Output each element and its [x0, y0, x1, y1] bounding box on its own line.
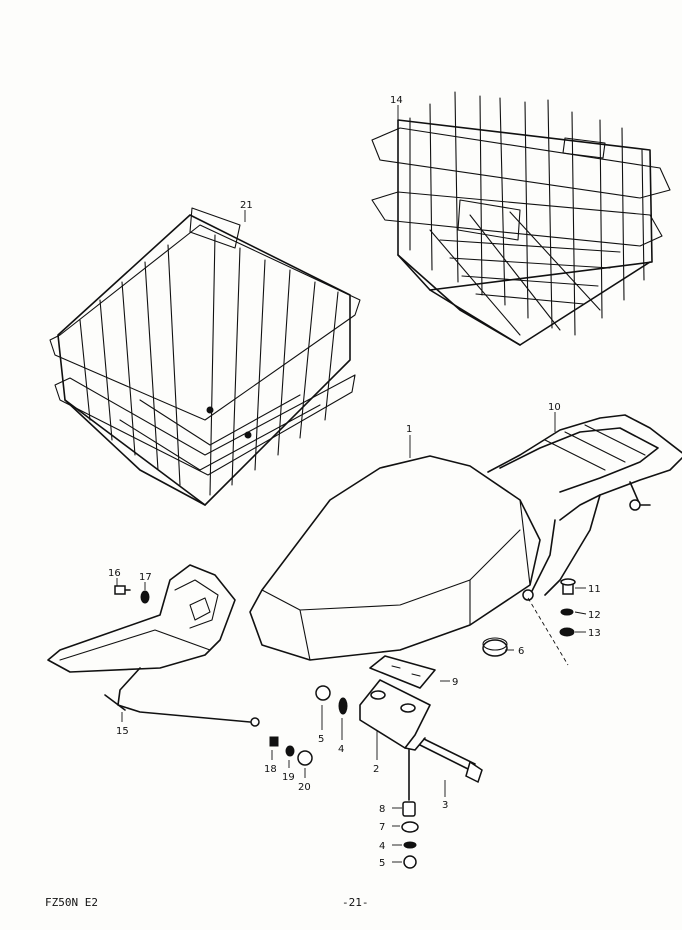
callout-3: 3: [442, 800, 448, 811]
callout-10: 10: [548, 402, 561, 413]
callout-4-upper: 4: [338, 744, 344, 755]
rubber-grommet: [482, 637, 508, 657]
callout-6: 6: [518, 646, 524, 657]
callout-labels: 1 2 3 4 4 5 5 6 7 8 9 10 11 12 13 14 15 …: [108, 95, 601, 869]
callout-14: 14: [390, 95, 403, 106]
front-wire-basket: [49, 207, 361, 506]
callout-1: 1: [406, 424, 412, 435]
page-number: -21-: [342, 896, 369, 909]
callout-12: 12: [588, 610, 601, 621]
small-bolt-and-washer: [114, 585, 150, 604]
callout-15: 15: [116, 726, 129, 737]
nut-and-washer-upper: [315, 685, 348, 715]
callout-20: 20: [298, 782, 311, 793]
callout-19: 19: [282, 772, 295, 783]
callout-4-lower: 4: [379, 841, 385, 852]
rear-carrier: [487, 414, 682, 601]
callout-5-upper: 5: [318, 734, 324, 745]
callout-16: 16: [108, 568, 121, 579]
front-carrier: [47, 564, 260, 727]
leader-lines: [116, 105, 587, 863]
callout-7: 7: [379, 822, 385, 833]
callout-9: 9: [452, 677, 458, 688]
small-nuts-group: [269, 736, 313, 766]
callout-18: 18: [264, 764, 277, 775]
callout-13: 13: [588, 628, 601, 639]
callout-2: 2: [373, 764, 379, 775]
lower-fastener-stack: [401, 749, 419, 869]
bolt-washer-stack: [527, 578, 576, 666]
callout-8: 8: [379, 804, 385, 815]
seat-bracket: [359, 679, 431, 751]
model-code: FZ50N E2: [45, 896, 98, 909]
callout-21: 21: [240, 200, 253, 211]
long-bolt: [419, 738, 483, 784]
callout-11: 11: [588, 584, 601, 595]
rear-wire-basket: [371, 91, 671, 346]
rubber-pad: [369, 655, 436, 689]
callout-17: 17: [139, 572, 152, 583]
callout-5-lower: 5: [379, 858, 385, 869]
seat: [249, 455, 541, 661]
